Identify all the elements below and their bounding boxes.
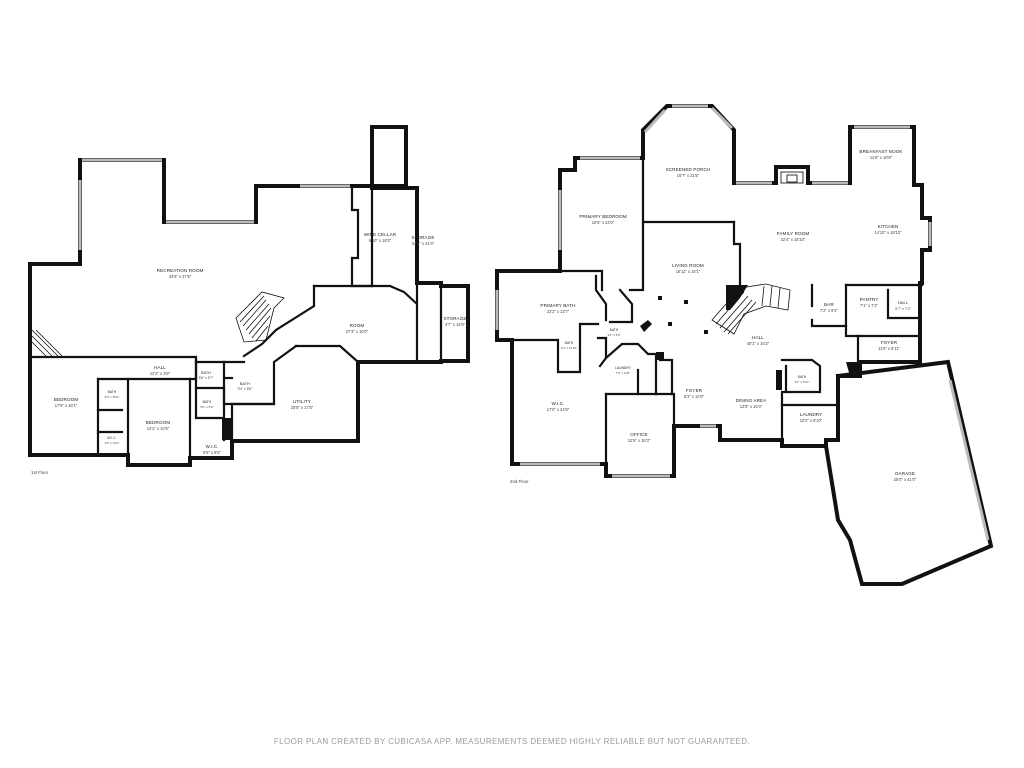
room-label-dim: 22'4" x 18'10" (781, 237, 806, 242)
room-label-name: OFFICE (630, 432, 647, 437)
room-label-dim: 15'5" x 24'0" (592, 220, 615, 225)
room-label-dim: 12'2" x 3'8" (150, 371, 171, 376)
room-label-dim: 17'0" x 24'6" (547, 407, 570, 412)
room-labels: RECREATION ROOM 33'5" x 37'5" WINE CELLA… (54, 149, 917, 482)
garage-outline (823, 359, 994, 586)
room-label-name: LAUNDRY (800, 412, 823, 417)
room-label-dim: 5'6" x 5'7" (199, 376, 214, 380)
room-label-dim: 17'9" x 18'1" (55, 403, 78, 408)
room-label-name: UTILITY (293, 399, 311, 404)
room-label-dim: 11'8" x 10'8" (870, 155, 893, 160)
room-label-name: BATH (203, 400, 212, 404)
room-label-dim: 25'0" x 41'0" (894, 477, 917, 482)
second-floor-plan (495, 104, 994, 586)
first-floor-outline (28, 125, 470, 467)
room-label-dim: 8'3" x 12'8" (684, 394, 705, 399)
room-label-name: W.I.C. (551, 401, 564, 406)
second-floor-stair-icon (711, 283, 791, 335)
room-label-name: HALL (154, 365, 166, 370)
room-label-name: FOYER (686, 388, 703, 393)
room-label-name: BATH (798, 375, 807, 379)
room-label-name: BATH (240, 382, 250, 386)
room-label-name: FOYER (881, 340, 898, 345)
room-label-dim: 9'10" x 18'2" (369, 238, 392, 243)
room-label-name: PRIMARY BATH (540, 303, 575, 308)
room-label-dim: 16'7" x 21'5" (677, 173, 700, 178)
room-label-dim: 16'11" x 16'1" (676, 269, 701, 274)
room-label-name: BATH (610, 328, 619, 332)
room-label-dim: 23'2" x 13'7" (547, 309, 570, 314)
room-label-name: BATH (201, 371, 211, 375)
room-label-name: BATH (108, 390, 117, 394)
room-label-dim: 11'6" x 8'11" (878, 346, 900, 351)
first-floor-hatch-icon (31, 329, 63, 357)
room-label-name: WINE CELLAR (364, 232, 397, 237)
room-label-name: W.I.C. (107, 436, 116, 440)
room-label-name: LIVING ROOM (672, 263, 704, 268)
room-label-dim: 40'1" x 16'2" (747, 341, 770, 346)
room-label-dim: 24'1" x 44'4" (412, 241, 435, 246)
room-label-name: FAMILY ROOM (777, 231, 810, 236)
room-label-dim: 12'6" x 15'3" (628, 438, 651, 443)
room-label-name: HALL (898, 300, 909, 305)
first-floor-plan (28, 125, 470, 467)
room-label-dim: 9'6" x 8'6" (203, 450, 221, 455)
first-floor-stair-icon (235, 291, 285, 343)
room-label-name: BAR (824, 302, 834, 307)
floor-label-1st: 1st Floor (31, 470, 49, 475)
room-label-name: LAUNDRY (615, 366, 632, 370)
room-label-dim: 5'0" x 8'10" (105, 395, 120, 399)
room-label-name: BREAKFAST NOOK (859, 149, 903, 154)
second-floor-outline (495, 104, 932, 478)
floor-labels: 1st Floor 2nd Floor (31, 470, 529, 484)
room-label-name: BEDROOM (146, 420, 171, 425)
room-label-dim: 5'0" x 5'0" (200, 405, 213, 409)
room-label-name: KITCHEN (878, 224, 899, 229)
room-label-dim: 6'1" x 5'10" (795, 380, 810, 384)
room-label-name: STORAGE (411, 235, 434, 240)
footer-disclaimer: FLOOR PLAN CREATED BY CUBICASA APP. MEAS… (273, 737, 751, 746)
floor-label-2nd: 2nd Floor (510, 479, 529, 484)
room-label-dim: 4'7" x 14'5" (445, 322, 466, 327)
room-label-name: STORAGE (443, 316, 466, 321)
room-label-name: PANTRY (860, 297, 879, 302)
room-label-dim: 10'2" x 8'10" (800, 418, 823, 423)
room-label-dim: 3'4" x 4'10" (105, 441, 120, 445)
room-label-name: PRIMARY BEDROOM (579, 214, 626, 219)
room-label-name: HALL (752, 335, 764, 340)
room-label-name: GARAGE (895, 471, 915, 476)
room-label-dim: 5'7" x 7'2" (895, 307, 911, 311)
room-label-dim: 7'1" x 7'2" (860, 303, 878, 308)
room-label-dim: 7'0" x 11'8" (616, 371, 631, 375)
room-label-name: W.I.C. (205, 444, 218, 449)
room-label-dim: 33'5" x 37'5" (169, 274, 192, 279)
room-label-dim: 14'10" x 18'10" (874, 230, 902, 235)
room-label-name: RECREATION ROOM (157, 268, 204, 273)
room-label-name: ROOM (350, 323, 365, 328)
room-label-dim: 9'4" x 8'6" (238, 387, 254, 391)
room-label-dim: 4'1" x 11'10" (561, 346, 577, 350)
room-label-name: BATH (565, 341, 574, 345)
room-label-name: DINING AREA (736, 398, 768, 403)
room-label-dim: 7'2" x 9'2" (820, 308, 838, 313)
room-label-name: BEDROOM (54, 397, 79, 402)
room-label-dim: 3'4" x 5'0" (607, 333, 620, 337)
room-label-name: SCREENED PORCH (666, 167, 711, 172)
room-label-dim: 27'3" x 10'0" (346, 329, 369, 334)
room-label-dim: 12'8" x 15'4" (740, 404, 763, 409)
room-label-dim: 25'8" x 17'5" (291, 405, 314, 410)
room-label-dim: 12'2" x 10'5" (147, 426, 170, 431)
